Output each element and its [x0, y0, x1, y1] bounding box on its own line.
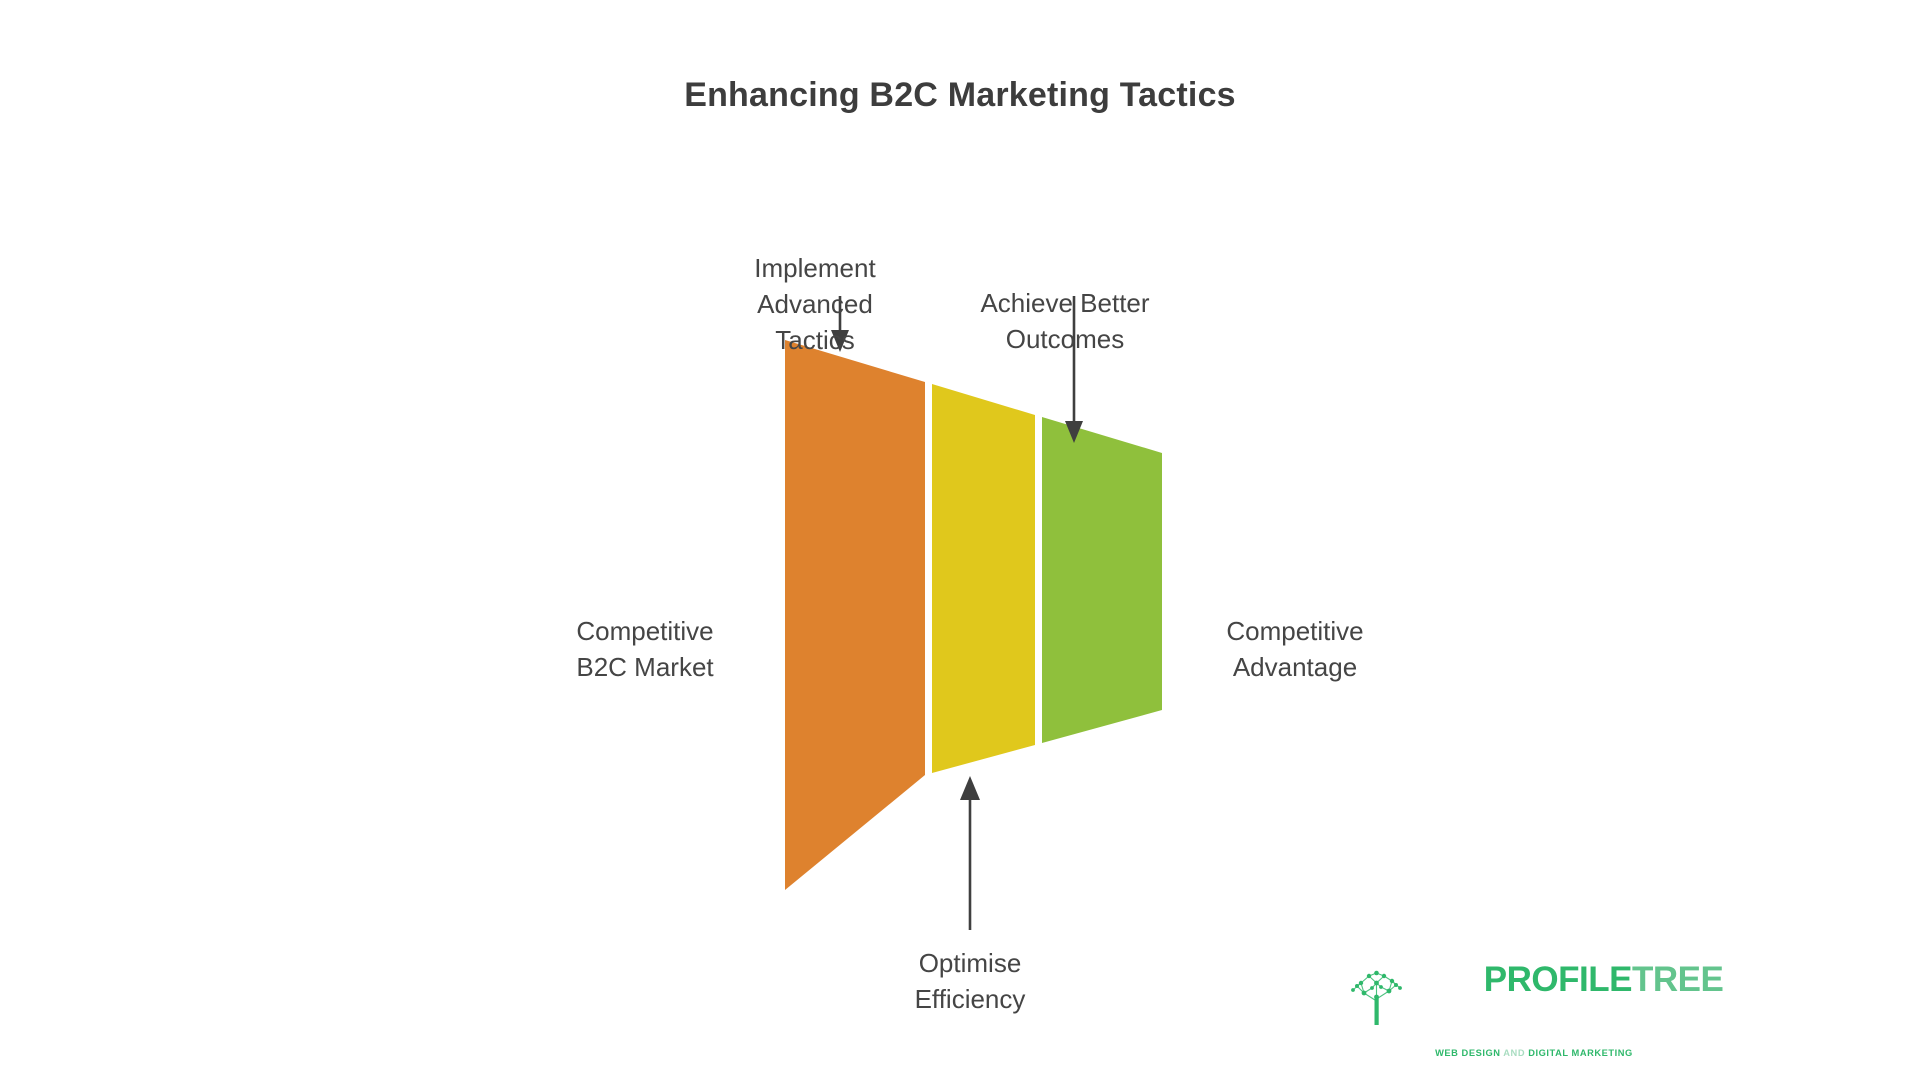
- profiletree-logo[interactable]: PROFILETREE WEB DESIGN AND DIGITAL MARKE…: [1348, 961, 1724, 1058]
- logo-tagline: WEB DESIGN AND DIGITAL MARKETING: [1410, 1035, 1723, 1071]
- label-optimise-efficiency: Optimise Efficiency: [914, 948, 1026, 1014]
- logo-wordmark: PROFILETREE: [1410, 926, 1724, 1034]
- arrow-achieve-better-outcomes: [1065, 296, 1083, 443]
- funnel-segment-orange: [785, 340, 925, 890]
- label-competitive-advantage: Competitive Advantage: [1226, 616, 1364, 682]
- logo-tagline-part3: DIGITAL MARKETING: [1525, 1047, 1633, 1058]
- label-implement-advanced-tactics: Implement Advanced Tactics: [754, 253, 876, 355]
- funnel-segment-green: [1042, 417, 1162, 743]
- logo-wordmark-block: PROFILETREE WEB DESIGN AND DIGITAL MARKE…: [1410, 926, 1724, 1071]
- tree-network-icon: [1351, 970, 1402, 1025]
- label-competitive-b2c-market: Competitive B2C Market: [576, 616, 714, 682]
- label-achieve-better-outcomes: Achieve Better Outcomes: [980, 288, 1150, 354]
- logo-word-tree: TREE: [1631, 959, 1724, 999]
- logo-tagline-part2: AND: [1503, 1047, 1526, 1058]
- logo-tagline-part1: WEB DESIGN: [1435, 1047, 1504, 1058]
- arrow-optimise-efficiency: [960, 776, 980, 930]
- logo-word-profile: PROFILE: [1483, 959, 1633, 999]
- arrow-implement-advanced-tactics: [831, 296, 849, 352]
- funnel-diagram: [785, 296, 1162, 930]
- page-title: Enhancing B2C Marketing Tactics: [684, 76, 1236, 114]
- funnel-segment-yellow: [932, 384, 1035, 773]
